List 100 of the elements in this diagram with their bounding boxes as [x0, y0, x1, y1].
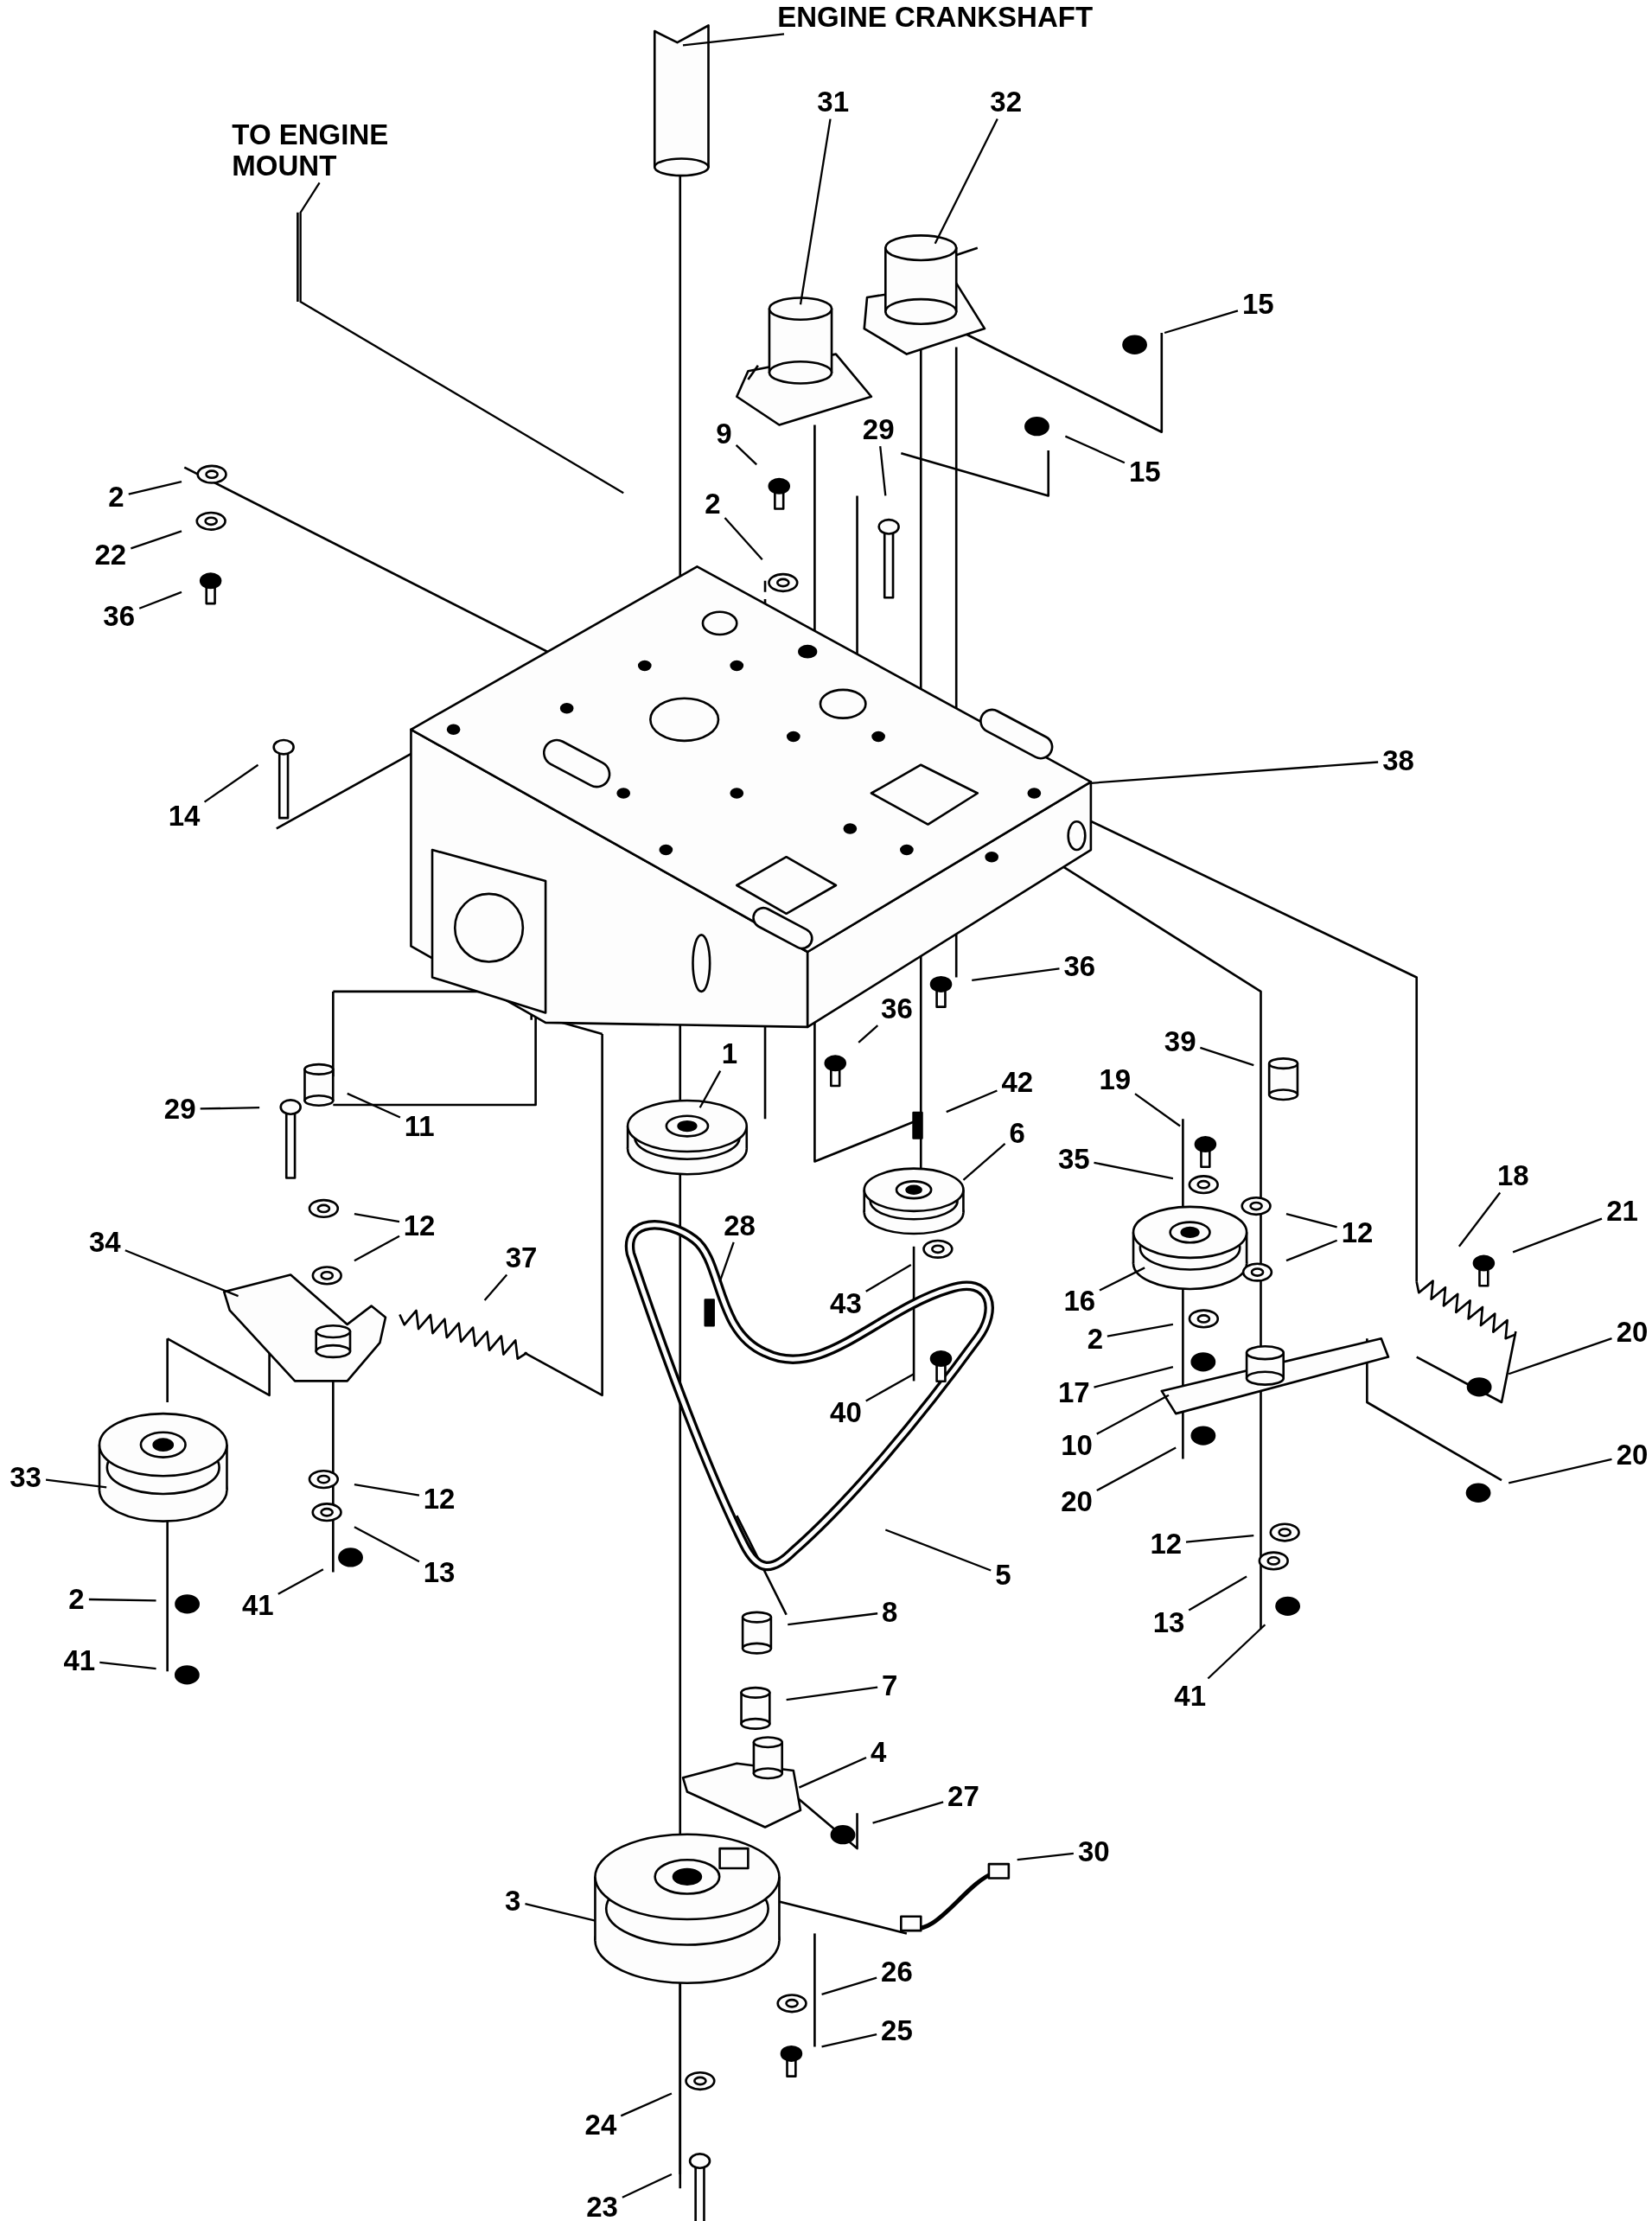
callout-label: ENGINE CRANKSHAFT: [777, 1, 1094, 33]
callout-number: 9: [716, 418, 732, 450]
leader-line: [354, 1212, 400, 1223]
leader-line: [1508, 1458, 1612, 1484]
leader-line: [1094, 1161, 1174, 1180]
leader-line: [1207, 1624, 1266, 1680]
leader-line: [45, 1478, 107, 1489]
callout-number: 29: [862, 413, 895, 445]
callout-number: 20: [1061, 1486, 1093, 1518]
leader-line: [1099, 1267, 1145, 1292]
callout-number: 36: [881, 992, 913, 1024]
leader-line: [884, 1529, 992, 1572]
leader-line: [872, 1801, 944, 1824]
leader-line: [682, 33, 785, 47]
leader-line: [1188, 1575, 1247, 1612]
callout-number: 32: [990, 86, 1022, 118]
callout-number: 10: [1061, 1429, 1093, 1461]
callout-number: 42: [1001, 1067, 1034, 1099]
callout-number: 41: [63, 1644, 96, 1676]
leader-line: [299, 182, 624, 495]
callout-number: 38: [1382, 745, 1414, 777]
callout-number: 2: [705, 488, 721, 520]
leader-line: [622, 2173, 673, 2199]
callout-number: 29: [163, 1094, 196, 1126]
leader-line: [879, 445, 887, 496]
callout-number: 12: [1150, 1529, 1183, 1560]
leader-line: [99, 1661, 156, 1670]
callout-number: 31: [817, 86, 850, 118]
callout-number: 12: [423, 1484, 456, 1515]
callout-number: 22: [94, 539, 127, 571]
callout-number: 33: [10, 1462, 41, 1494]
leader-line: [946, 1089, 998, 1114]
leader-line: [354, 1235, 400, 1262]
leader-line: [354, 1526, 420, 1563]
callout-number: 18: [1497, 1160, 1529, 1192]
leader-line: [88, 1598, 156, 1602]
callout-number: 5: [995, 1560, 1011, 1592]
callout-number: 12: [403, 1209, 436, 1241]
callout-number: 20: [1616, 1316, 1649, 1348]
leader-line: [131, 530, 182, 550]
leader-line: [718, 1241, 735, 1283]
callout-number: 41: [1174, 1680, 1207, 1712]
callout-number: 19: [1099, 1063, 1132, 1095]
leader-line: [786, 1686, 878, 1701]
callout-number: 8: [882, 1597, 898, 1629]
callout-number: 13: [1152, 1606, 1185, 1638]
callout-number: 12: [1341, 1216, 1374, 1248]
leader-line: [865, 1373, 915, 1402]
callout-number: 41: [241, 1589, 274, 1621]
leader-line: [203, 763, 259, 803]
callout-number: 11: [404, 1110, 435, 1142]
leader-line: [277, 1568, 324, 1595]
callout-number: 14: [168, 801, 201, 832]
leader-line: [1088, 761, 1379, 785]
callout-number: 24: [584, 2109, 617, 2141]
leader-line: [483, 1273, 508, 1301]
leader-line: [525, 1903, 596, 1922]
leader-line: [1508, 1337, 1612, 1375]
callout-number: 15: [1128, 456, 1161, 488]
callout-number: 34: [88, 1227, 121, 1259]
leader-line: [865, 1264, 912, 1292]
callout-number: 30: [1077, 1836, 1110, 1868]
callout-number: 20: [1616, 1439, 1649, 1471]
callout-number: 37: [505, 1242, 538, 1274]
leader-line: [962, 1143, 1006, 1181]
leader-line: [1200, 1046, 1254, 1067]
callout-number: 2: [108, 482, 124, 514]
leader-line: [1096, 1446, 1177, 1492]
leader-line: [1107, 1323, 1174, 1337]
callout-number: 6: [1009, 1118, 1025, 1150]
callout-number: 1: [721, 1038, 738, 1070]
callout-label: TO ENGINE MOUNT: [232, 118, 449, 182]
callout-number: 36: [1063, 950, 1096, 982]
leader-line: [798, 1756, 867, 1789]
leader-line: [821, 1976, 877, 1995]
leader-line: [354, 1483, 420, 1497]
leader-line: [1285, 1239, 1338, 1262]
callout-number: 26: [881, 1956, 913, 1988]
callout-number: 2: [68, 1584, 85, 1616]
leader-line: [788, 1612, 878, 1626]
leader-line: [620, 2092, 673, 2117]
leader-line: [1096, 1394, 1170, 1435]
leader-line: [799, 118, 832, 305]
callout-number: 21: [1606, 1196, 1638, 1228]
leader-line: [1457, 1191, 1502, 1248]
callout-number: 4: [870, 1737, 887, 1769]
leader-line: [1512, 1217, 1603, 1254]
callout-number: 27: [947, 1781, 979, 1813]
callout-number: 39: [1164, 1025, 1196, 1057]
leader-line: [972, 967, 1060, 981]
leader-line: [698, 1070, 722, 1108]
callout-number: 13: [423, 1557, 456, 1589]
leader-line: [124, 1249, 239, 1298]
leader-line: [724, 517, 763, 560]
callout-number: 2: [1087, 1323, 1104, 1355]
leader-line: [821, 2033, 877, 2048]
leader-line: [735, 444, 757, 466]
callout-number: 25: [881, 2014, 913, 2046]
callout-number: 17: [1057, 1377, 1090, 1409]
callout-number: 36: [103, 600, 135, 632]
